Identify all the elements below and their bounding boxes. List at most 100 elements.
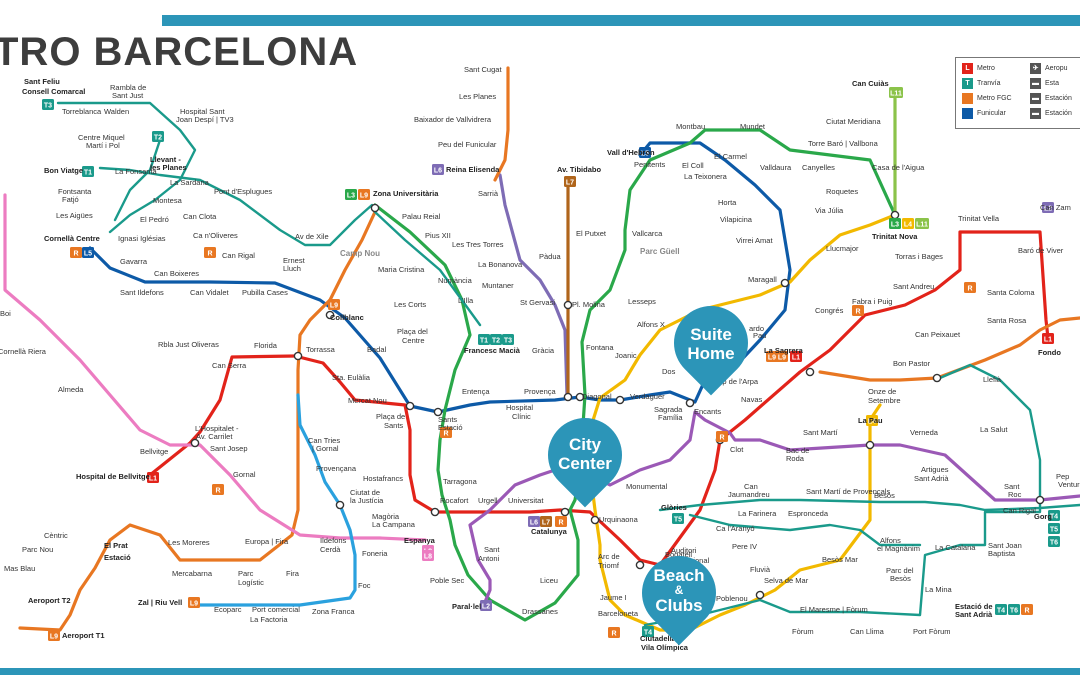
- station-label[interactable]: Navas: [741, 395, 763, 404]
- station-label[interactable]: Estació: [104, 553, 131, 562]
- line-badge[interactable]: T1: [82, 166, 94, 177]
- tram-t2[interactable]: [113, 138, 162, 222]
- station-label[interactable]: Artigues: [921, 465, 949, 474]
- station-label[interactable]: Mas Blau: [4, 564, 35, 573]
- station-label[interactable]: Clot: [730, 445, 744, 454]
- station-label[interactable]: Bac de: [786, 446, 809, 455]
- interchange-station[interactable]: [560, 507, 570, 517]
- station-label[interactable]: Rbla Just Oliveras: [158, 340, 219, 349]
- station-label[interactable]: Sants: [438, 415, 457, 424]
- line-badge[interactable]: T4: [995, 604, 1007, 615]
- interchange-station[interactable]: [563, 392, 573, 402]
- tram-diagonal[interactable]: [373, 210, 482, 327]
- station-label[interactable]: Pep: [1056, 472, 1069, 481]
- station-label[interactable]: La Fonsanta: [115, 167, 158, 176]
- station-label[interactable]: Montesa: [153, 196, 183, 205]
- station-label[interactable]: Tarragona: [443, 477, 478, 486]
- station-label[interactable]: La Campana: [372, 520, 416, 529]
- station-label[interactable]: La Salut: [980, 425, 1008, 434]
- station-label[interactable]: Espronceda: [788, 509, 829, 518]
- station-label[interactable]: Av de Xile: [295, 232, 329, 241]
- station-label[interactable]: Santa Rosa: [987, 316, 1027, 325]
- station-label[interactable]: Parc: [238, 569, 254, 578]
- station-label[interactable]: Hospital: [506, 403, 533, 412]
- station-label[interactable]: Trinitat Nova: [872, 232, 918, 241]
- station-label[interactable]: Fontsanta: [58, 187, 92, 196]
- line-badge[interactable]: T4: [642, 626, 654, 637]
- station-label[interactable]: Sarrià: [478, 189, 499, 198]
- line-badge[interactable]: T1: [478, 334, 490, 345]
- station-label[interactable]: Can Clota: [183, 212, 217, 221]
- line-badge[interactable]: T4: [1048, 510, 1060, 521]
- station-label[interactable]: Vilapicina: [720, 215, 753, 224]
- station-label[interactable]: Parc Nou: [22, 545, 53, 554]
- station-label[interactable]: Zona Franca: [312, 607, 355, 616]
- line-badge[interactable]: L6: [432, 164, 444, 175]
- station-label[interactable]: Mundet: [740, 122, 766, 131]
- line-badge[interactable]: L9: [188, 597, 200, 608]
- station-label[interactable]: Muntaner: [482, 281, 514, 290]
- station-label[interactable]: Ernest: [283, 256, 306, 265]
- station-label[interactable]: St Gervasi: [520, 298, 555, 307]
- station-label[interactable]: El Coll: [682, 161, 704, 170]
- station-label[interactable]: Ildefons: [320, 536, 347, 545]
- station-label[interactable]: Urquinaona: [599, 515, 639, 524]
- line-badge[interactable]: L1: [1042, 333, 1054, 344]
- station-label[interactable]: L'Hospitalet -: [195, 424, 239, 433]
- station-label[interactable]: La Mina: [925, 585, 953, 594]
- station-label[interactable]: Cerdà: [320, 545, 341, 554]
- station-label[interactable]: Florida: [254, 341, 278, 350]
- station-label[interactable]: Mercat Nou: [348, 396, 387, 405]
- station-label[interactable]: Francesc Macià: [464, 346, 521, 355]
- station-label[interactable]: El Maresme | Fòrum: [800, 605, 868, 614]
- station-label[interactable]: Sant Adrià: [955, 610, 993, 619]
- interchange-station[interactable]: [293, 351, 303, 361]
- line-badge[interactable]: L2: [480, 600, 492, 611]
- station-label[interactable]: Sant Andreu: [893, 282, 934, 291]
- station-label[interactable]: Pont d'Esplugues: [214, 187, 272, 196]
- station-label[interactable]: Numància: [438, 276, 473, 285]
- station-label[interactable]: La Sardana: [170, 178, 210, 187]
- line-badge[interactable]: L9: [328, 299, 340, 310]
- station-label[interactable]: Fabra i Puig: [852, 297, 892, 306]
- station-label[interactable]: Santa Coloma: [987, 288, 1035, 297]
- station-label[interactable]: Triomf: [598, 561, 620, 570]
- tram-t3[interactable]: [56, 101, 197, 234]
- station-label[interactable]: Auditori: [671, 546, 697, 555]
- station-label[interactable]: Lesseps: [628, 297, 656, 306]
- station-label[interactable]: Roc: [1008, 490, 1022, 499]
- station-label[interactable]: Foc: [358, 581, 371, 590]
- station-label[interactable]: Paral·lel: [452, 602, 481, 611]
- line-l2[interactable]: [468, 410, 1080, 604]
- station-label[interactable]: Casa de l'Aigua: [872, 163, 925, 172]
- interchange-station[interactable]: [615, 395, 625, 405]
- station-label[interactable]: Fontana: [586, 343, 614, 352]
- interchange-station[interactable]: [1035, 495, 1045, 505]
- station-label[interactable]: Poblenou: [716, 594, 748, 603]
- station-label[interactable]: Canyelles: [802, 163, 835, 172]
- line-l3[interactable]: [373, 128, 897, 622]
- line-l9-l10[interactable]: [18, 210, 377, 632]
- station-label[interactable]: Fira: [286, 569, 300, 578]
- interchange-station[interactable]: [325, 310, 335, 320]
- line-badge[interactable]: L3: [345, 189, 357, 200]
- line-badge[interactable]: L5: [82, 247, 94, 258]
- station-label[interactable]: Logístic: [238, 578, 264, 587]
- station-label[interactable]: Ecoparc: [214, 605, 242, 614]
- station-label[interactable]: Martí i Pol: [86, 141, 120, 150]
- station-label[interactable]: Torre Baró | Vallbona: [808, 139, 879, 148]
- interchange-station[interactable]: [430, 507, 440, 517]
- line-badge[interactable]: L7: [540, 516, 552, 527]
- station-label[interactable]: Encants: [694, 407, 721, 416]
- station-label[interactable]: El Prat: [104, 541, 128, 550]
- station-label[interactable]: Plaça del: [397, 327, 428, 336]
- station-label[interactable]: Montbau: [676, 122, 705, 131]
- station-label[interactable]: El Pedró: [140, 215, 169, 224]
- station-label[interactable]: Bon Viatge: [44, 166, 83, 175]
- station-label[interactable]: Can: [744, 482, 758, 491]
- interchange-station[interactable]: [755, 590, 765, 600]
- station-label[interactable]: Sant Josep: [210, 444, 248, 453]
- station-label[interactable]: Vila Olímpica: [641, 643, 689, 652]
- station-label[interactable]: Can Tries: [308, 436, 340, 445]
- station-label[interactable]: Hostafrancs: [363, 474, 403, 483]
